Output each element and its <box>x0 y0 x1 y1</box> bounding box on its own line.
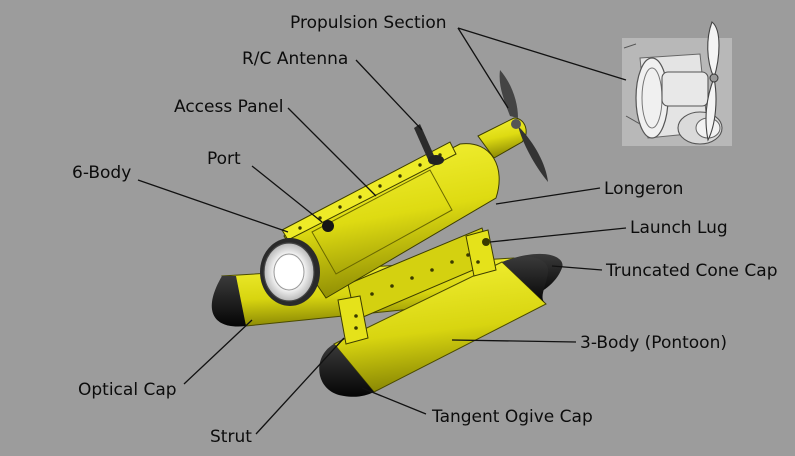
label-three-body-pontoon: 3-Body (Pontoon) <box>580 333 727 353</box>
leader-optical-cap <box>183 319 253 385</box>
label-six-body: 6-Body <box>72 163 131 183</box>
propeller-blade-lower <box>518 126 548 182</box>
port <box>322 220 334 232</box>
leader-port <box>251 165 323 223</box>
leader-strut <box>255 337 345 435</box>
leader-rc-antenna <box>355 59 423 131</box>
pontoon-front <box>319 256 549 397</box>
label-launch-lug: Launch Lug <box>630 218 728 238</box>
leader-lines <box>137 27 627 435</box>
propulsion-section <box>477 70 548 182</box>
label-tangent-ogive-cap: Tangent Ogive Cap <box>431 407 593 427</box>
leader-longeron <box>495 187 601 205</box>
propeller-hub <box>511 119 521 129</box>
leader-propulsion-inset <box>457 27 627 81</box>
label-strut: Strut <box>210 427 252 447</box>
label-optical-cap: Optical Cap <box>78 380 177 400</box>
label-longeron: Longeron <box>604 179 683 199</box>
leader-three-body <box>451 339 577 343</box>
strut-frame <box>337 227 497 345</box>
longeron <box>281 141 457 241</box>
access-panel <box>311 169 453 275</box>
truncated-cone-cap <box>502 256 549 304</box>
six-body <box>260 141 500 306</box>
label-rc-antenna: R/C Antenna <box>242 49 348 69</box>
launch-lug <box>482 238 490 246</box>
body-opening <box>263 242 315 302</box>
label-port: Port <box>207 149 241 169</box>
propulsion-detail-inset <box>622 21 732 146</box>
leader-launch-lug <box>489 227 627 243</box>
leader-six-body <box>137 179 289 233</box>
leader-propulsion <box>457 27 509 109</box>
rc-antenna <box>414 124 444 165</box>
label-truncated-cone-cap: Truncated Cone Cap <box>605 261 778 281</box>
label-access-panel: Access Panel <box>174 97 283 117</box>
leader-tangent-ogive-cap <box>361 387 427 415</box>
propeller-blade-upper <box>499 70 518 118</box>
strut <box>337 295 369 345</box>
labels: Propulsion Section R/C Antenna Access Pa… <box>72 13 778 447</box>
tangent-ogive-cap-shape <box>319 344 374 397</box>
leader-truncated-cone-cap <box>551 265 603 271</box>
leader-access-panel <box>287 107 377 197</box>
optical-cap <box>211 276 246 327</box>
label-propulsion-section: Propulsion Section <box>290 13 447 33</box>
